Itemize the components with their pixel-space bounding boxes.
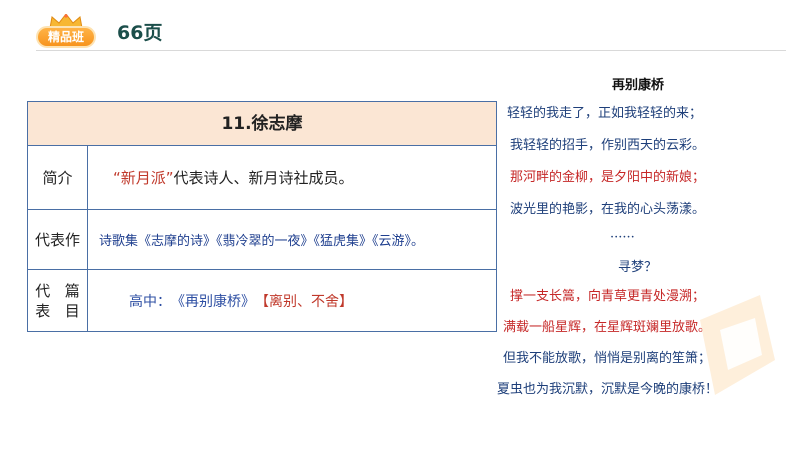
table-title: 11.徐志摩 [221,114,303,134]
table-row-representative: 代表 篇目 高中： 《再别康桥》 【离别、不舍】 [28,270,496,332]
intro-text: 代表诗人、新月诗社成员。 [173,169,354,187]
header-divider [36,50,786,51]
poem-line: 撑一支长篙，向青草更青处漫溯； [510,289,706,304]
rep-prefix: 高中： [129,294,171,310]
author-info-table: 11.徐志摩 简介 “新月派” 代表诗人、新月诗社成员。 代表作 诗歌集《志摩的… [27,101,497,332]
row-label-line2: 篇目 [64,282,80,320]
page-number: 66页 [117,22,163,44]
row-label-works: 代表作 [28,210,88,269]
poem-line: 波光里的艳影，在我的心头荡漾。 [510,202,706,217]
representative-content: 高中： 《再别康桥》 【离别、不舍】 [89,270,496,332]
poem-line: 那河畔的金柳，是夕阳中的新娘； [510,170,706,185]
row-label-representative: 代表 篇目 [28,270,88,332]
poem-line: 我轻轻的招手，作别西天的云彩。 [510,138,706,153]
brand-badge: 精品班 [36,14,96,48]
poem-ellipsis: ······ [610,230,635,245]
works-content: 诗歌集《志摩的诗》《翡冷翠的一夜》《猛虎集》《云游》。 [99,234,425,249]
table-row-intro: 简介 “新月派” 代表诗人、新月诗社成员。 [28,146,496,210]
poem-title: 再别康桥 [611,78,664,93]
rep-tag: 【离别、不舍】 [255,294,353,310]
school-name: “新月派” [113,169,174,187]
table-row-works: 代表作 诗歌集《志摩的诗》《翡冷翠的一夜》《猛虎集》《云游》。 [28,210,496,270]
poem-line: 但我不能放歌，悄悄是别离的笙箫； [503,351,712,366]
decorative-watermark [700,295,775,395]
row-label-intro: 简介 [28,146,88,209]
poem-line: 轻轻的我走了，正如我轻轻的来； [507,106,703,121]
intro-content: “新月派” 代表诗人、新月诗社成员。 [89,146,496,209]
poem-line: 满载一船星辉，在星辉斑斓里放歌。 [503,320,712,335]
table-title-row: 11.徐志摩 [28,102,496,146]
badge-label: 精品班 [36,26,96,48]
row-label-line1: 代表 [35,282,51,320]
rep-poem-ref: 《再别康桥》 [171,294,255,310]
poem-line: 寻梦？ [618,260,658,275]
poem-line: 夏虫也为我沉默，沉默是今晚的康桥！ [497,382,719,397]
